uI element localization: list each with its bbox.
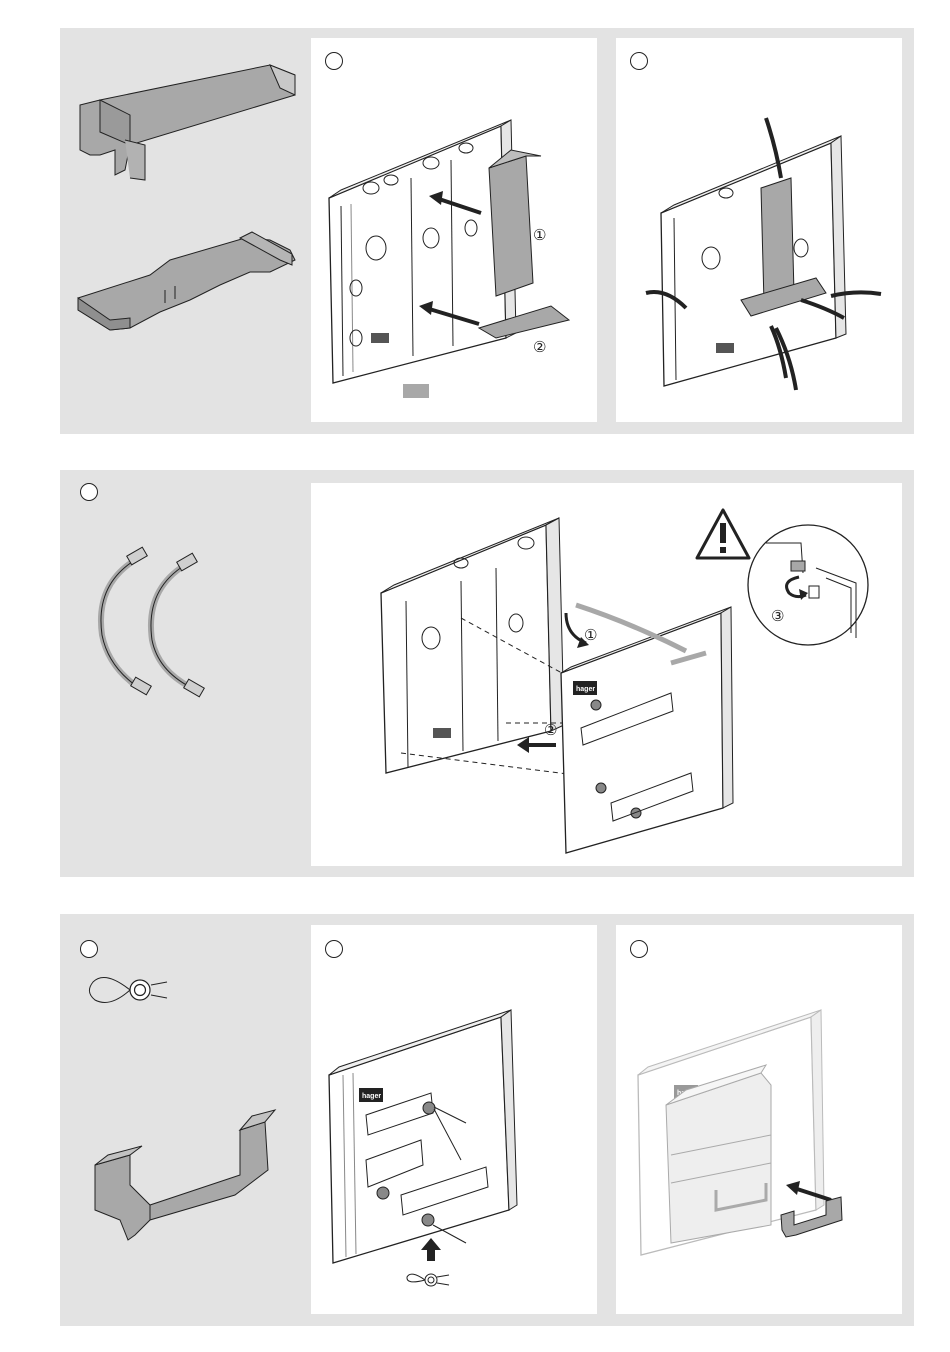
- meter-installation-illustration: hager: [616, 925, 902, 1314]
- brand-logo: hager: [576, 686, 595, 693]
- enclosure-assembly-illustration: ① ②: [311, 38, 597, 422]
- screw-ring-icon: [85, 970, 170, 1010]
- warning-icon: [697, 510, 749, 558]
- cable-duct-part-illustration: [70, 60, 310, 340]
- cover-bracket-part-illustration: [90, 1110, 280, 1250]
- enclosure-with-cables-illustration: [616, 38, 902, 422]
- plate-screw-mounting-illustration: hager: [311, 925, 597, 1314]
- step-1-marker: ①: [533, 226, 546, 244]
- back-box-and-mounting-plate-illustration: hager ① ② ③: [311, 483, 902, 866]
- step-1-marker: ①: [584, 626, 597, 644]
- jumper-wires-illustration: [90, 545, 220, 705]
- step-marker-circle: [80, 940, 98, 958]
- brand-logo: hager: [362, 1093, 381, 1100]
- step-marker-circle: [80, 483, 98, 501]
- step-2-marker: ②: [544, 721, 557, 739]
- step-3-marker: ③: [771, 607, 784, 625]
- step-2-marker: ②: [533, 338, 546, 356]
